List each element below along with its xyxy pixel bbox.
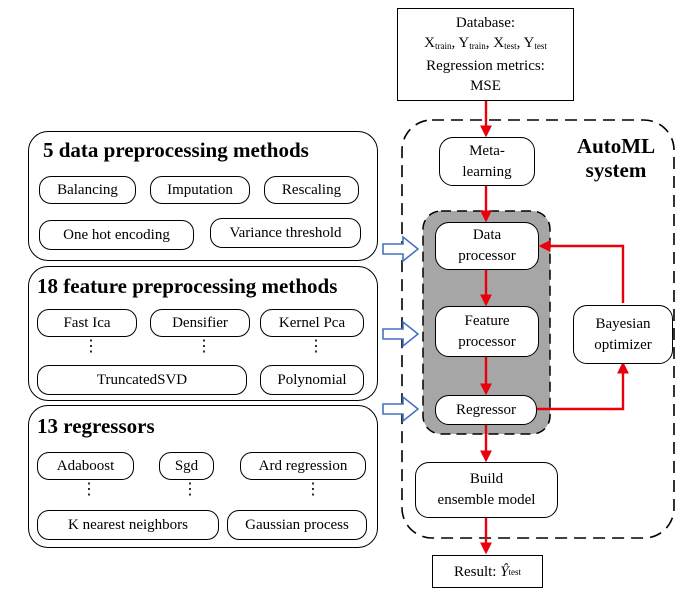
- regressor-gaussian-process: Gaussian process: [227, 510, 367, 540]
- regression-metric: MSE: [470, 78, 501, 94]
- arrow-regressor-to-bayesian: [537, 361, 629, 411]
- regressors-title: 13 regressors: [37, 414, 155, 438]
- bayesian-optimizer-node: Bayesian optimizer: [573, 305, 673, 364]
- method-one-hot-encoding: One hot encoding: [39, 220, 194, 250]
- build-ensemble-node: Build ensemble model: [415, 462, 558, 518]
- regressor-ard-regression: Ard regression: [240, 452, 366, 480]
- method-densifier: Densifier: [150, 309, 250, 337]
- data-processor-node: Data processor: [435, 222, 539, 270]
- regressor-adaboost: Adaboost: [37, 452, 134, 480]
- database-variables: Xtrain, Ytrain, Xtest, Ytest: [424, 35, 547, 51]
- feature-preprocessing-panel: 18 feature preprocessing methods Fast Ic…: [28, 266, 378, 401]
- data-preprocessing-panel: 5 data preprocessing methods Balancing I…: [28, 131, 378, 261]
- database-title: Database:: [455, 15, 516, 31]
- regressor-sgd: Sgd: [159, 452, 214, 480]
- meta-learning-node: Meta- learning: [439, 137, 535, 186]
- method-fast-ica: Fast Ica: [37, 309, 137, 337]
- blue-arrow-regressor: [382, 395, 420, 423]
- regressor-node: Regressor: [435, 395, 537, 425]
- automl-system-title: AutoML system: [576, 134, 656, 182]
- method-polynomial: Polynomial: [260, 365, 364, 395]
- method-balancing: Balancing: [39, 176, 136, 204]
- feature-processor-node: Feature processor: [435, 306, 539, 357]
- regressors-panel: 13 regressors Adaboost Sgd Ard regressio…: [28, 405, 378, 548]
- data-preprocessing-title: 5 data preprocessing methods: [43, 138, 309, 162]
- method-rescaling: Rescaling: [264, 176, 359, 204]
- arrow-bayesian-to-data: [538, 240, 625, 303]
- feature-preprocessing-title: 18 feature preprocessing methods: [37, 274, 338, 298]
- regression-metrics-label: Regression metrics:: [426, 58, 545, 74]
- method-truncated-svd: TruncatedSVD: [37, 365, 247, 395]
- method-kernel-pca: Kernel Pca: [260, 309, 364, 337]
- regressor-k-nearest-neighbors: K nearest neighbors: [37, 510, 219, 540]
- database-box: Database: Xtrain, Ytrain, Xtest, Ytest R…: [397, 8, 574, 101]
- blue-arrow-data: [382, 235, 420, 263]
- method-variance-threshold: Variance threshold: [210, 218, 361, 248]
- method-imputation: Imputation: [150, 176, 250, 204]
- blue-arrow-feature: [382, 320, 420, 348]
